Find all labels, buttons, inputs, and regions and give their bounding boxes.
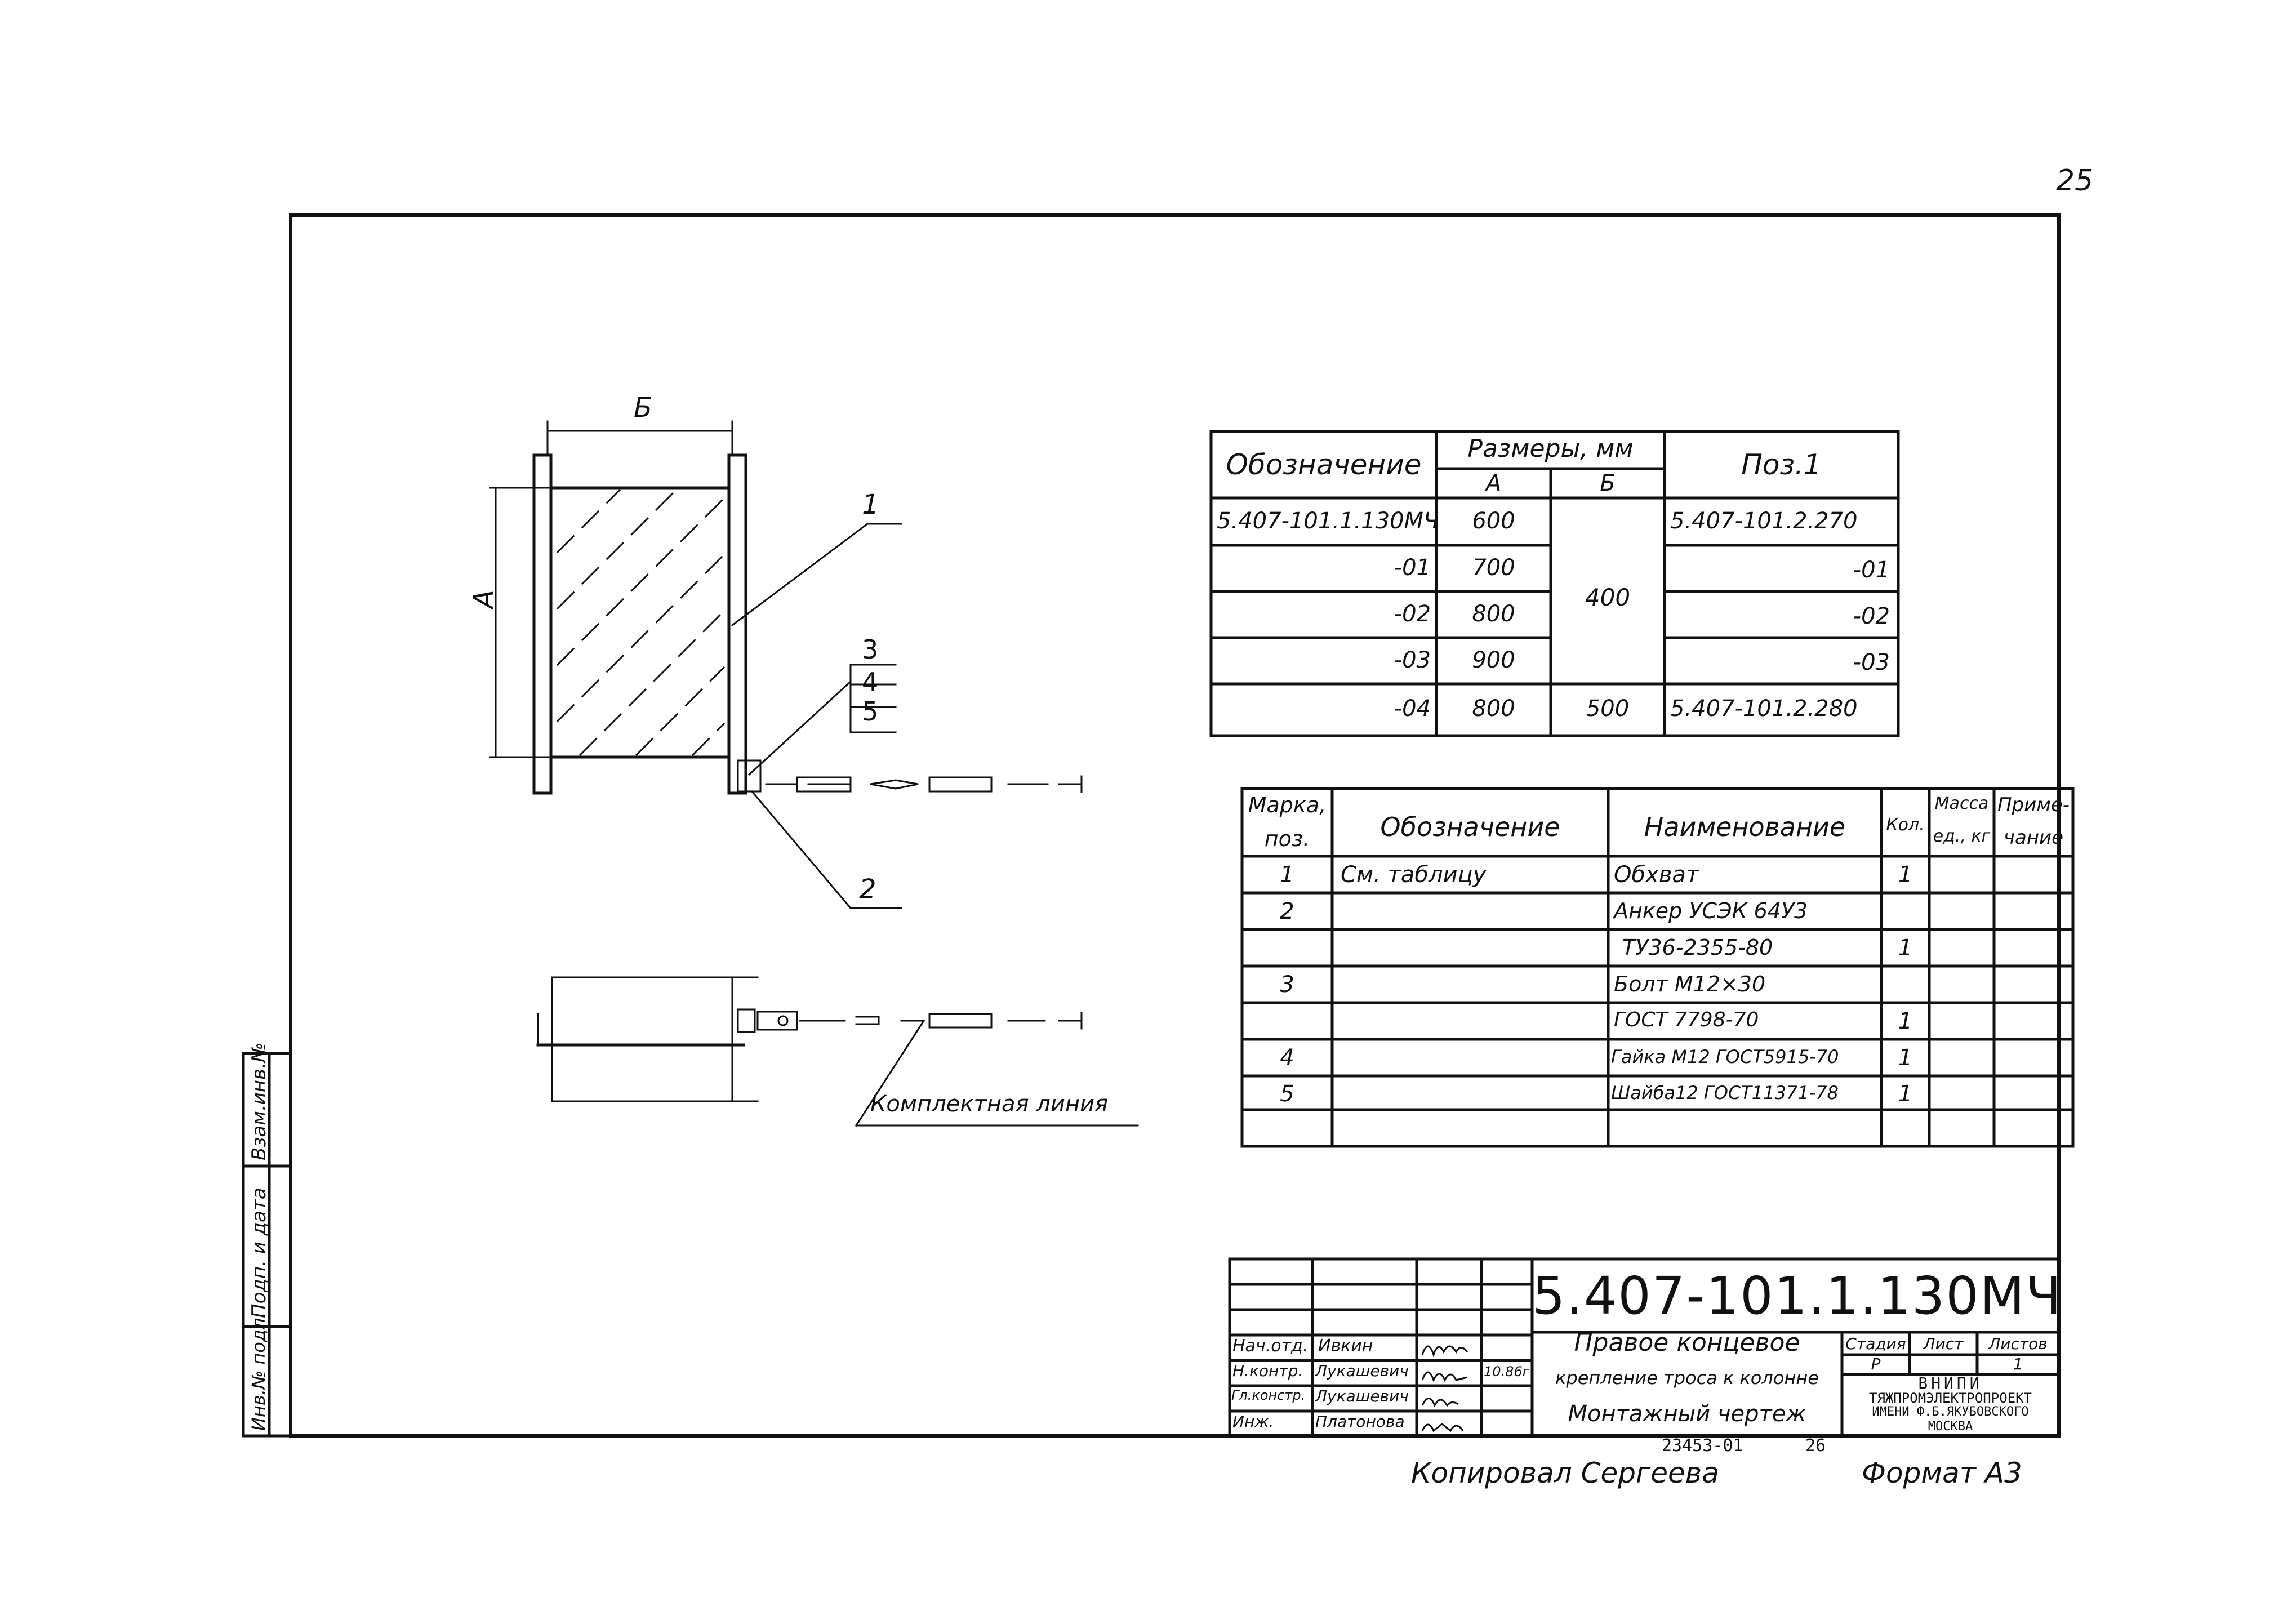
callout-2: 2 — [859, 874, 876, 905]
org-line-1: ВНИПИ — [1918, 1374, 1983, 1392]
dimension-label-b: Б — [634, 392, 652, 424]
callout-3: 3 — [862, 634, 879, 665]
callout-1: 1 — [862, 489, 879, 520]
sizes-row-2-a: 800 — [1472, 601, 1515, 627]
org-line-2: ТЯЖПРОМЭЛЕКТРОПРОЕКТ — [1869, 1390, 2032, 1406]
spec-row-6-name: Шайба12 ГОСТ11371-78 — [1611, 1082, 1839, 1104]
spec-row-3-name: Болт М12×30 — [1614, 972, 1766, 996]
org-line-4: МОСКВА — [1928, 1420, 1973, 1434]
spec-row-5-name: Гайка М12 ГОСТ5915-70 — [1611, 1046, 1839, 1067]
spec-row-4-qty: 1 — [1898, 1008, 1913, 1034]
plan-view — [489, 420, 1083, 910]
sizes-row-3-pos: -03 — [1853, 649, 1890, 675]
sizes-merged-b: 400 — [1585, 584, 1631, 611]
sizes-header-b: Б — [1600, 470, 1616, 496]
sizes-row-4-a: 800 — [1472, 696, 1515, 722]
date-value: 10.86г — [1484, 1364, 1530, 1380]
format-label: Формат А3 — [1862, 1457, 2022, 1489]
role-3: Инж. — [1232, 1412, 1274, 1431]
sizes-row-4-pos: 5.407-101.2.280 — [1670, 696, 1858, 722]
copied-by: Копировал Сергеева — [1411, 1457, 1719, 1489]
callout-4: 4 — [862, 667, 879, 697]
title-line-3: Монтажный чертеж — [1568, 1401, 1806, 1427]
role-0: Нач.отд. — [1232, 1336, 1309, 1356]
order-page: 26 — [1805, 1436, 1826, 1456]
page-number: 25 — [2056, 164, 2094, 198]
side-stamp-frame — [242, 1052, 292, 1438]
sizes-table-grid — [1209, 430, 1900, 737]
dimension-label-a: А — [468, 590, 500, 608]
elevation-view — [536, 976, 1139, 1127]
sizes-row-3-a: 900 — [1472, 647, 1515, 673]
name-0: Ивкин — [1318, 1336, 1373, 1356]
spec-header-mark-2: поз. — [1264, 826, 1310, 851]
role-1: Н.контр. — [1232, 1362, 1303, 1380]
spec-row-2-name: ТУ36-2355-80 — [1622, 935, 1773, 960]
spec-row-5-qty: 1 — [1898, 1045, 1913, 1071]
sizes-header-a: А — [1485, 470, 1502, 496]
sizes-row-0-a: 600 — [1472, 508, 1515, 534]
sheets-label: Листов — [1988, 1334, 2048, 1353]
sizes-row-0-designation: 5.407-101.1.130МЧ — [1217, 508, 1439, 534]
sizes-row-4-designation: -04 — [1394, 696, 1431, 722]
main-frame — [289, 213, 2061, 1438]
sizes-row-1-pos: -01 — [1853, 557, 1890, 583]
side-stamp-podp-data: Подп. и дата — [248, 1187, 270, 1318]
spec-row-5-mark: 4 — [1280, 1045, 1294, 1071]
spec-header-qty: Кол. — [1886, 815, 1925, 835]
sizes-header-sizes: Размеры, мм — [1467, 434, 1634, 463]
order-number: 23453-01 — [1662, 1436, 1743, 1456]
title-line-2: крепление троса к колонне — [1555, 1367, 1819, 1389]
drawing-code: 5.407-101.1.130МЧ — [1532, 1266, 2063, 1326]
sizes-row-2-pos: -02 — [1853, 603, 1890, 629]
spec-row-0-mark: 1 — [1280, 862, 1294, 888]
spec-row-0-qty: 1 — [1898, 862, 1913, 888]
spec-row-3-mark: 3 — [1280, 972, 1294, 998]
spec-header-name: Наименование — [1644, 812, 1846, 842]
sizes-row-1-designation: -01 — [1394, 555, 1431, 581]
name-2: Лукашевич — [1315, 1387, 1409, 1405]
sizes-row-1-a: 700 — [1472, 555, 1515, 581]
stage-label: Стадия — [1845, 1334, 1906, 1353]
spec-row-6-qty: 1 — [1898, 1081, 1913, 1107]
spec-row-6-mark: 5 — [1280, 1081, 1294, 1107]
name-1: Лукашевич — [1315, 1362, 1409, 1380]
spec-row-0-name: Обхват — [1614, 862, 1699, 888]
title-line-1: Правое концевое — [1574, 1328, 1800, 1357]
role-2: Гл.констр. — [1231, 1387, 1306, 1403]
sizes-row-0-pos: 5.407-101.2.270 — [1670, 508, 1858, 534]
spec-row-2-qty: 1 — [1898, 935, 1913, 961]
name-3: Платонова — [1315, 1412, 1405, 1431]
spec-row-4-name: ГОСТ 7798-70 — [1614, 1008, 1759, 1031]
complete-line-label: Комплектная линия — [870, 1091, 1109, 1117]
sizes-header-pos: Поз.1 — [1741, 448, 1822, 481]
spec-row-0-designation: См. таблицу — [1341, 862, 1487, 888]
spec-table-grid — [1240, 787, 2075, 1148]
spec-header-mark-1: Марка, — [1248, 793, 1327, 817]
spec-header-mass-1: Масса — [1934, 794, 1989, 813]
spec-header-note-2: чание — [2003, 826, 2064, 849]
spec-row-1-mark: 2 — [1280, 898, 1294, 924]
sheets-value: 1 — [2013, 1355, 2023, 1373]
side-stamp-vzam-inv: Взам.инв.№ — [248, 1042, 270, 1160]
sizes-row-3-designation: -03 — [1394, 647, 1431, 673]
sheet-label: Лист — [1923, 1334, 1964, 1353]
callout-5: 5 — [862, 696, 879, 727]
sizes-header-designation: Обозначение — [1226, 448, 1422, 481]
sizes-row-2-designation: -02 — [1394, 601, 1431, 627]
title-block-grid — [1228, 1257, 2061, 1438]
spec-row-1-name: Анкер УСЭК 64У3 — [1614, 898, 1808, 923]
sizes-row-4-b: 500 — [1586, 696, 1630, 722]
spec-header-mass-2: ед., кг — [1933, 826, 1991, 846]
spec-header-designation: Обозначение — [1380, 812, 1560, 842]
org-line-3: ИМЕНИ Ф.Б.ЯКУБОВСКОГО — [1872, 1405, 2029, 1419]
spec-header-note-1: Приме- — [1997, 794, 2070, 816]
side-stamp-inv-podl: Инв.№ подл. — [248, 1312, 269, 1431]
stage-value: Р — [1871, 1355, 1881, 1373]
